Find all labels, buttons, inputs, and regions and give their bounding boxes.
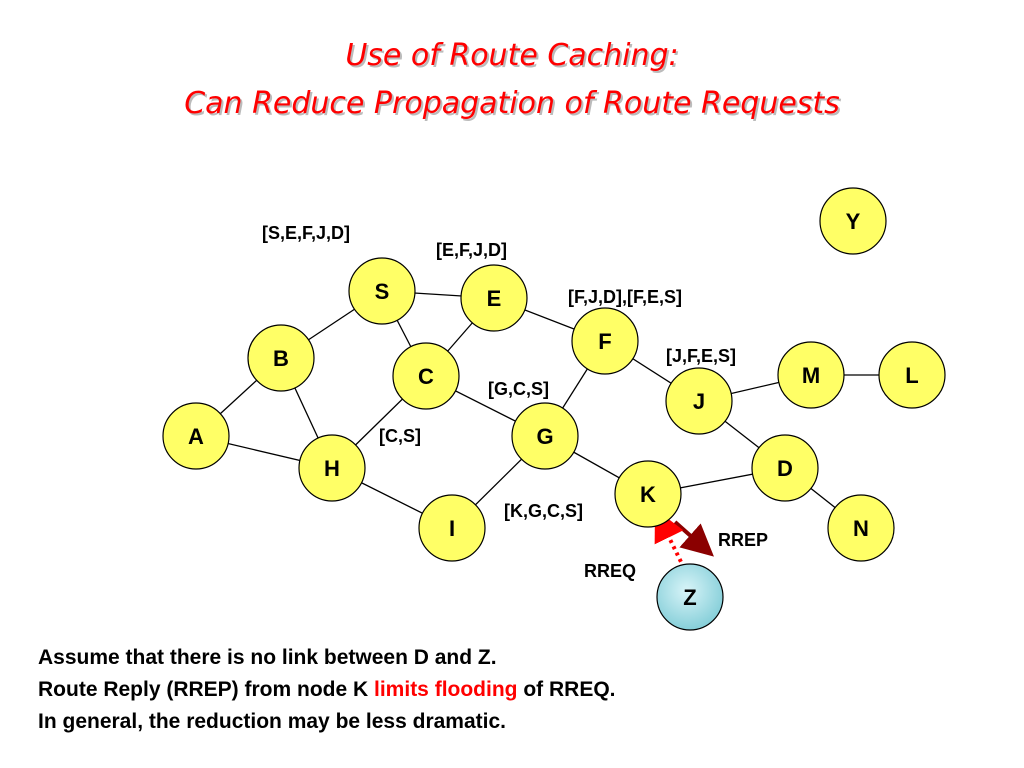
node-circle <box>460 264 528 332</box>
node-f: F <box>571 307 639 375</box>
node-m: M <box>777 341 845 409</box>
node-label: J <box>693 389 705 414</box>
rrep-arrow <box>673 520 714 557</box>
node-label: I <box>449 516 455 541</box>
node-j: J <box>665 367 733 435</box>
node-g: G <box>511 402 579 470</box>
node-label: S <box>375 279 390 304</box>
node-circle <box>665 367 733 435</box>
node-label: E <box>487 286 502 311</box>
node-circle <box>418 494 486 562</box>
node-label: L <box>905 363 918 388</box>
node-a: A <box>162 402 230 470</box>
node-circle <box>298 434 366 502</box>
caption-line-2-start: Route Reply (RREP) from node K <box>38 678 375 701</box>
node-circle <box>777 341 845 409</box>
route-cache-j: [J,F,E,S] <box>666 346 736 366</box>
node-y: Y <box>819 187 887 255</box>
node-circle <box>656 563 724 631</box>
node-c: C <box>392 342 460 410</box>
title-line-2: Can Reduce Propagation of Route Requests <box>184 86 840 121</box>
node-circle <box>878 341 946 409</box>
arrows-layer: RREP RREQ <box>584 508 768 581</box>
route-cache-e: [E,F,J,D] <box>436 240 507 260</box>
rreq-label: RREQ <box>584 561 636 581</box>
route-cache-f: [F,J,D],[F,E,S] <box>568 287 682 307</box>
node-label: H <box>324 456 340 481</box>
caption-line-2: Route Reply (RREP) from node K limits fl… <box>38 674 616 706</box>
node-circle <box>392 342 460 410</box>
node-d: D <box>751 434 819 502</box>
node-circle <box>247 324 315 392</box>
node-circle <box>614 460 682 528</box>
route-cache-s: [S,E,F,J,D] <box>262 223 350 243</box>
node-s: S <box>348 257 416 325</box>
node-circle <box>827 494 895 562</box>
node-l: L <box>878 341 946 409</box>
caption-line-2-end: of RREQ. <box>517 678 616 701</box>
node-b: B <box>247 324 315 392</box>
route-cache-c: [C,S] <box>379 426 421 446</box>
node-label: B <box>273 346 289 371</box>
node-circle <box>819 187 887 255</box>
node-e: E <box>460 264 528 332</box>
node-circle <box>348 257 416 325</box>
route-cache-k: [K,G,C,S] <box>504 501 583 521</box>
node-label: A <box>188 424 204 449</box>
caption: Assume that there is no link between D a… <box>38 642 616 738</box>
cache-labels-layer: [S,E,F,J,D] [E,F,J,D] [F,J,D],[F,E,S] [J,F,… <box>262 223 736 521</box>
node-circle <box>162 402 230 470</box>
node-i: I <box>418 494 486 562</box>
node-z: Z <box>656 563 724 631</box>
route-cache-g: [G,C,S] <box>488 379 549 399</box>
node-circle <box>511 402 579 470</box>
node-label: N <box>853 516 869 541</box>
node-k: K <box>614 460 682 528</box>
node-circle <box>751 434 819 502</box>
node-label: Y <box>846 209 861 234</box>
node-label: G <box>536 424 553 449</box>
node-label: F <box>598 329 611 354</box>
title-line-1: Use of Route Caching: <box>345 38 679 73</box>
node-circle <box>571 307 639 375</box>
caption-line-3: In general, the reduction may be less dr… <box>38 710 506 733</box>
node-label: D <box>777 456 793 481</box>
nodes-layer: S E F B C M L J A G H D K I N Y Z <box>162 187 946 631</box>
node-label: Z <box>683 585 696 610</box>
caption-highlight: limits flooding <box>374 678 518 701</box>
node-label: M <box>802 363 820 388</box>
node-h: H <box>298 434 366 502</box>
rrep-label: RREP <box>718 530 768 550</box>
caption-line-1: Assume that there is no link between D a… <box>38 646 497 669</box>
node-label: K <box>640 482 656 507</box>
rreq-arrow <box>654 508 686 569</box>
node-n: N <box>827 494 895 562</box>
node-label: C <box>418 364 434 389</box>
